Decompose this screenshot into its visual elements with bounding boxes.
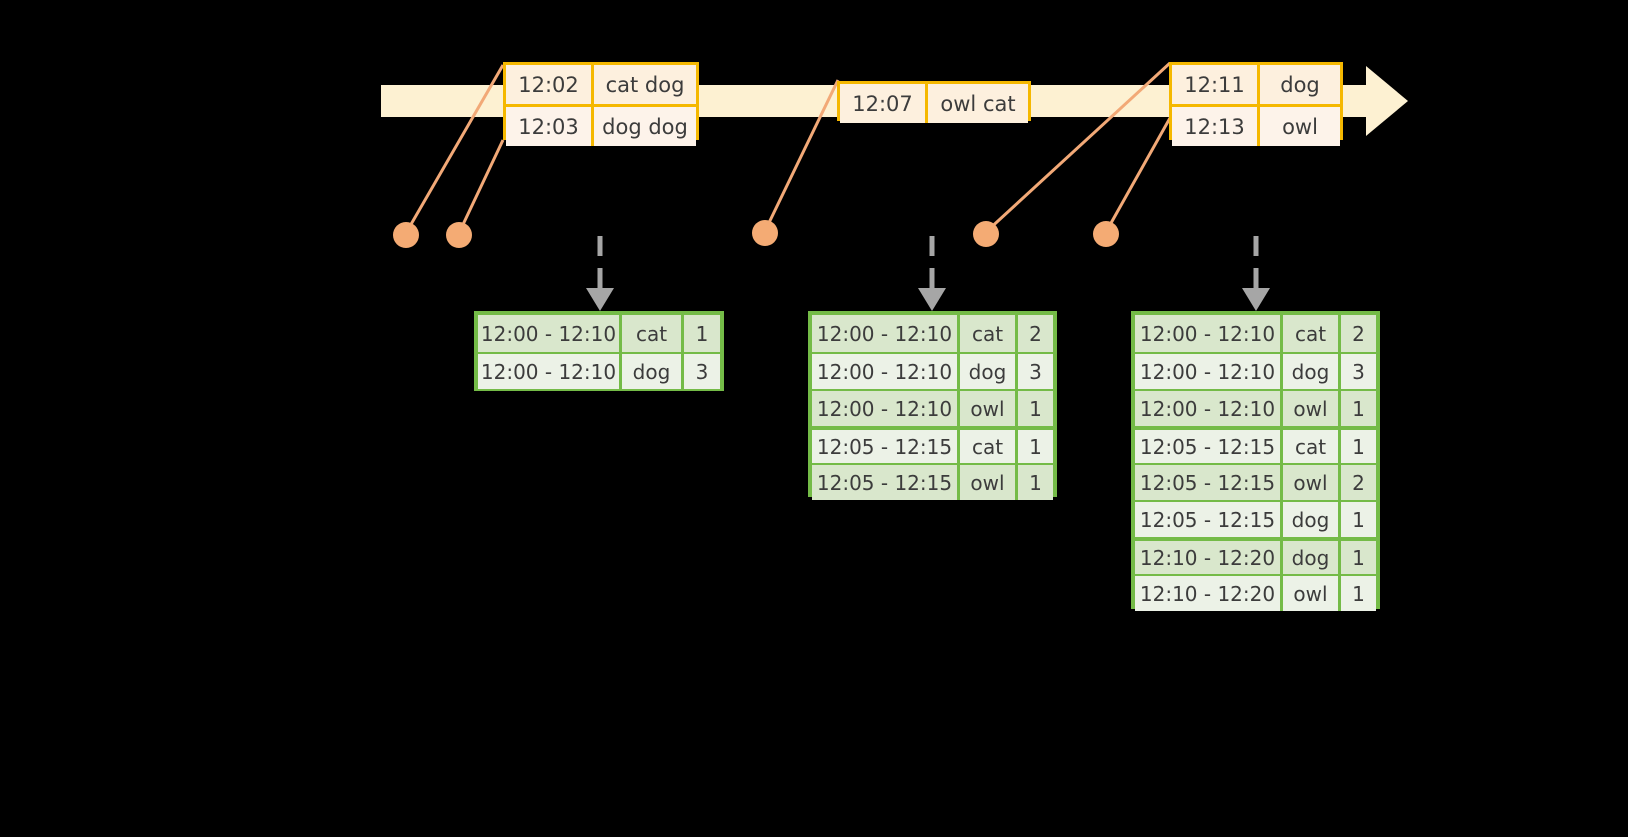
- table-row: 12:00 - 12:10 dog 3: [812, 352, 1053, 389]
- window-cell: 12:05 - 12:15: [1135, 502, 1283, 537]
- table-row: 12:10 - 12:20 dog 1: [1135, 537, 1376, 574]
- key-cell: owl: [1283, 391, 1341, 426]
- event-row: 12:03 dog dog: [506, 104, 696, 146]
- window-cell: 12:05 - 12:15: [812, 465, 960, 500]
- event-row: 12:02 cat dog: [506, 65, 696, 104]
- dashed-arrow-group: [597, 236, 1259, 290]
- table-row: 12:00 - 12:10 dog 3: [478, 352, 720, 389]
- event-row: 12:07 owl cat: [840, 84, 1028, 123]
- count-cell: 1: [1352, 545, 1365, 570]
- count-cell: 1: [1029, 434, 1042, 459]
- table-row: 12:00 - 12:10 cat 2: [1135, 315, 1376, 352]
- event-group-1: 12:02 cat dog 12:03 dog dog: [503, 62, 699, 146]
- dashed-arrowhead-1: [586, 288, 614, 311]
- dashed-arrowhead-2: [918, 288, 946, 311]
- key-cell: cat: [960, 430, 1018, 463]
- dashed-arrowhead-3: [1242, 288, 1270, 311]
- result-table-1: 12:00 - 12:10 cat 1 12:00 - 12:10 dog 3: [474, 311, 724, 391]
- count-cell: 2: [1352, 321, 1365, 346]
- event-value: dog dog: [602, 114, 688, 139]
- count-cell: 1: [695, 321, 709, 346]
- dashed-arrow-heads: [586, 288, 1270, 311]
- key-cell: owl: [1283, 465, 1341, 500]
- window-cell: 12:10 - 12:20: [1135, 576, 1283, 611]
- event-time: 12:07: [840, 84, 928, 123]
- table-row: 12:05 - 12:15 dog 1: [1135, 500, 1376, 537]
- count-cell: 1: [1352, 396, 1365, 421]
- table-row: 12:05 - 12:15 cat 1: [812, 426, 1053, 463]
- event-row: 12:11 dog: [1172, 65, 1340, 104]
- key-cell: cat: [960, 315, 1018, 352]
- key-cell: cat: [1283, 430, 1341, 463]
- table-row: 12:05 - 12:15 owl 1: [812, 463, 1053, 500]
- count-cell: 3: [1352, 359, 1365, 384]
- count-cell: 1: [1352, 434, 1365, 459]
- key-cell: owl: [1283, 576, 1341, 611]
- window-cell: 12:05 - 12:15: [812, 430, 960, 463]
- event-dot-1: [393, 222, 419, 248]
- event-group-2: 12:07 owl cat: [837, 81, 1031, 123]
- table-row: 12:00 - 12:10 owl 1: [812, 389, 1053, 426]
- event-dot-group: [393, 220, 1119, 248]
- window-cell: 12:00 - 12:10: [478, 315, 622, 352]
- count-cell: 1: [1029, 470, 1042, 495]
- key-cell: dog: [1283, 502, 1341, 537]
- key-cell: owl: [960, 465, 1018, 500]
- event-value: cat dog: [605, 72, 685, 97]
- window-cell: 12:05 - 12:15: [1135, 465, 1283, 500]
- result-table-2: 12:00 - 12:10 cat 2 12:00 - 12:10 dog 3 …: [808, 311, 1057, 500]
- key-cell: dog: [960, 354, 1018, 389]
- event-dot-3: [752, 220, 778, 246]
- window-cell: 12:10 - 12:20: [1135, 541, 1283, 574]
- table-row: 12:00 - 12:10 owl 1: [1135, 389, 1376, 426]
- event-dot-2: [446, 222, 472, 248]
- key-cell: cat: [1283, 315, 1341, 352]
- window-cell: 12:00 - 12:10: [812, 391, 960, 426]
- count-cell: 1: [1352, 507, 1365, 532]
- key-cell: owl: [960, 391, 1018, 426]
- window-cell: 12:00 - 12:10: [812, 315, 960, 352]
- event-dot-5: [1093, 221, 1119, 247]
- count-cell: 3: [1029, 359, 1042, 384]
- table-row: 12:00 - 12:10 cat 2: [812, 315, 1053, 352]
- table-row: 12:05 - 12:15 owl 2: [1135, 463, 1376, 500]
- event-value: dog: [1280, 72, 1320, 97]
- count-cell: 2: [1352, 470, 1365, 495]
- window-cell: 12:00 - 12:10: [1135, 315, 1283, 352]
- key-cell: cat: [622, 315, 684, 352]
- count-cell: 1: [1352, 581, 1365, 606]
- event-group-3: 12:11 dog 12:13 owl: [1169, 62, 1343, 146]
- result-table-3: 12:00 - 12:10 cat 2 12:00 - 12:10 dog 3 …: [1131, 311, 1380, 611]
- window-cell: 12:00 - 12:10: [1135, 354, 1283, 389]
- event-time: 12:13: [1172, 107, 1260, 146]
- count-cell: 1: [1029, 396, 1042, 421]
- event-value: owl cat: [940, 91, 1016, 116]
- window-cell: 12:00 - 12:10: [1135, 391, 1283, 426]
- table-row: 12:10 - 12:20 owl 1: [1135, 574, 1376, 611]
- window-cell: 12:00 - 12:10: [478, 354, 622, 389]
- event-time: 12:02: [506, 65, 594, 104]
- event-row: 12:13 owl: [1172, 104, 1340, 146]
- count-cell: 3: [695, 359, 709, 384]
- table-row: 12:00 - 12:10 cat 1: [478, 315, 720, 352]
- table-row: 12:00 - 12:10 dog 3: [1135, 352, 1376, 389]
- window-cell: 12:05 - 12:15: [1135, 430, 1283, 463]
- event-time: 12:11: [1172, 65, 1260, 104]
- key-cell: dog: [622, 354, 684, 389]
- table-row: 12:05 - 12:15 cat 1: [1135, 426, 1376, 463]
- window-cell: 12:00 - 12:10: [812, 354, 960, 389]
- event-time: 12:03: [506, 107, 594, 146]
- event-value: owl: [1282, 114, 1318, 139]
- key-cell: dog: [1283, 541, 1341, 574]
- count-cell: 2: [1029, 321, 1042, 346]
- event-dot-4: [973, 221, 999, 247]
- key-cell: dog: [1283, 354, 1341, 389]
